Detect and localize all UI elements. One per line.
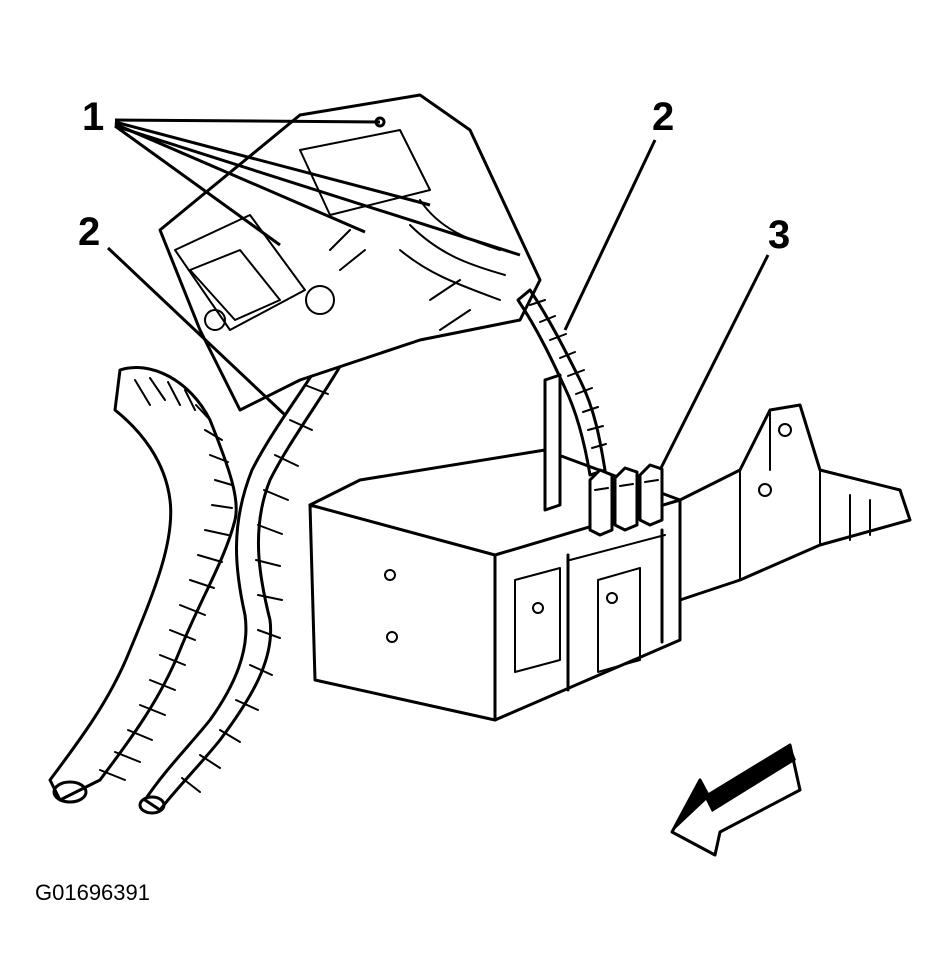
leader-1b xyxy=(114,120,431,207)
callout-1: 1 xyxy=(82,95,104,139)
forward-direction-arrow-icon xyxy=(670,743,802,857)
leader-2-left xyxy=(106,246,287,417)
callout-3: 3 xyxy=(768,213,790,257)
module-assembly xyxy=(158,93,542,412)
leader-3 xyxy=(658,254,770,471)
figure-id: G01696391 xyxy=(35,880,150,905)
right-connector-strand xyxy=(516,288,607,477)
callout-2-right: 2 xyxy=(652,95,674,139)
leader-1a-end xyxy=(374,116,386,128)
left-corrugated-harness xyxy=(48,365,238,804)
leader-1d xyxy=(114,124,281,247)
callout-leaders xyxy=(106,116,770,471)
leader-2-right xyxy=(563,139,657,331)
leader-1c xyxy=(114,122,366,234)
leader-1a xyxy=(114,118,381,124)
fuse-row xyxy=(588,463,664,537)
leader-1e xyxy=(114,124,521,257)
callout-2-left: 2 xyxy=(78,210,100,254)
mounting-bracket xyxy=(678,403,912,602)
fuse-block-housing xyxy=(308,373,682,722)
